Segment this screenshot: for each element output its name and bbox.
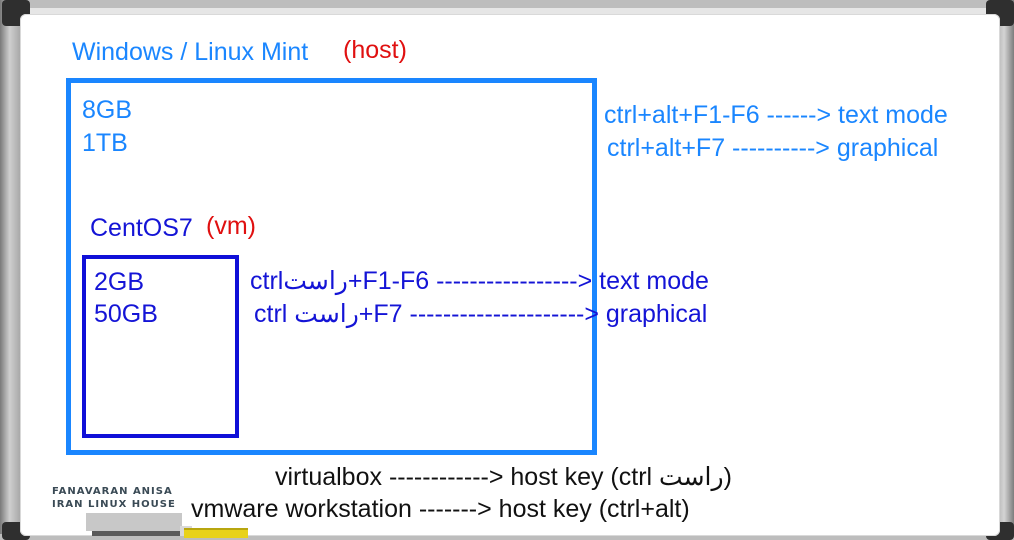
logo-line-1: FANAVARAN ANISA: [52, 486, 173, 497]
frame-top-edge: [0, 0, 1014, 8]
vm-ram: 2GB: [94, 268, 145, 296]
host-title: Windows / Linux Mint: [72, 38, 309, 66]
vm-box: [82, 255, 239, 438]
host-shortcut-text-mode: ctrl+alt+F1-F6 ------> text mode: [604, 101, 948, 129]
virtualbox-host-key: virtualbox ------------> host key (ctrl …: [275, 463, 732, 491]
host-shortcut-graphical: ctrl+alt+F7 ----------> graphical: [607, 134, 939, 162]
whiteboard-surface: [20, 14, 1000, 536]
vm-disk: 50GB: [94, 300, 158, 328]
vmware-host-key: vmware workstation -------> host key (ct…: [191, 495, 690, 523]
yellow-marker: [184, 528, 248, 538]
vm-shortcut-graphical: ctrl راست+F7 ---------------------> grap…: [254, 300, 708, 328]
vm-shortcut-text-mode: ctrlراست+F1-F6 -----------------> text m…: [250, 267, 709, 295]
logo-bar-dark: [92, 531, 184, 536]
vm-tag: (vm): [206, 212, 256, 240]
host-tag: (host): [343, 36, 407, 64]
host-disk: 1TB: [82, 129, 128, 157]
vm-title: CentOS7: [90, 214, 193, 242]
host-box: [66, 78, 597, 455]
host-ram: 8GB: [82, 96, 133, 124]
logo-bar: [86, 513, 182, 531]
frame-bottom-edge: [0, 534, 1014, 540]
logo-line-2: IRAN LINUX HOUSE: [52, 499, 176, 510]
